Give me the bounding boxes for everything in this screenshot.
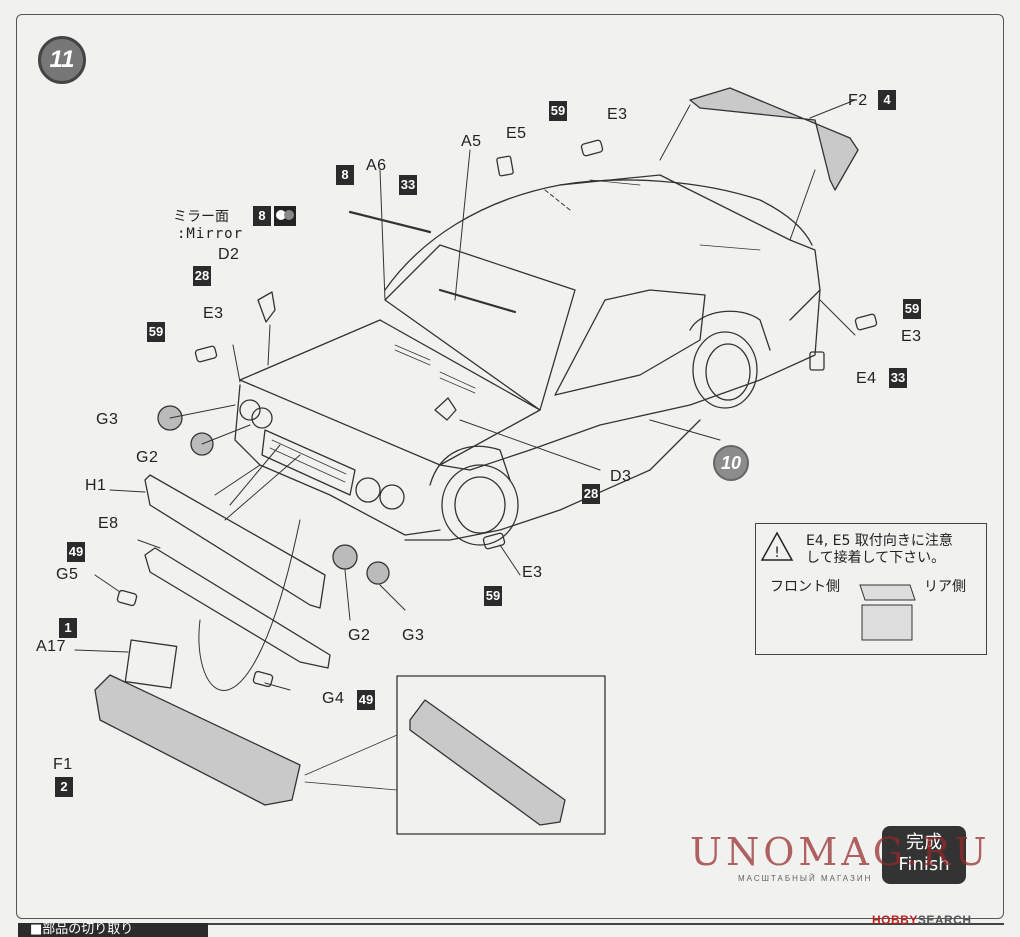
notice-line-1: E4, E5 取付向きに注意: [806, 533, 953, 549]
label-e5: E5: [506, 125, 527, 142]
color-box-8b: 8: [253, 206, 271, 226]
page-frame: [16, 14, 1004, 919]
label-e3c: E3: [522, 564, 543, 581]
color-box-59a: 59: [549, 101, 567, 121]
notice-rear-label: リア側: [924, 579, 966, 595]
label-g2a: G2: [136, 449, 159, 466]
section-divider: [208, 923, 1004, 925]
color-box-59c: 59: [484, 586, 502, 606]
finish-en: Finish: [898, 854, 950, 875]
car-bottom: [404, 419, 701, 541]
ref-step-badge: 10: [713, 445, 749, 481]
car-rear-deck: [559, 174, 821, 321]
color-box-8a: 8: [336, 165, 354, 185]
color-box-49a: 49: [67, 542, 85, 562]
label-d3: D3: [610, 468, 632, 485]
car-front: [234, 384, 441, 536]
label-h1: H1: [85, 477, 107, 494]
label-a17: A17: [36, 638, 66, 655]
rear-spoiler: [689, 87, 859, 191]
orientation-notice: E4, E5 取付向きに注意 して接着して下さい。 フロント側 リア側: [755, 523, 987, 655]
front-lip: [94, 674, 301, 806]
label-a6: A6: [366, 157, 387, 174]
front-wheel-inner: [454, 476, 506, 534]
label-e3d: E3: [901, 328, 922, 345]
label-g3b: G3: [402, 627, 425, 644]
notice-line-2: して接着して下さい。: [806, 550, 946, 566]
color-box-4: 4: [878, 90, 896, 110]
hobby-logo-text: HOBBY: [872, 913, 918, 927]
mirror-face-jp: ミラー面: [173, 209, 229, 225]
svg-text:!: !: [774, 545, 780, 561]
label-f1: F1: [53, 756, 73, 773]
lower-bumper: [144, 547, 331, 669]
mirror-chrome-icon: [274, 206, 296, 226]
label-e4: E4: [856, 370, 877, 387]
color-box-33a: 33: [399, 175, 417, 195]
color-box-33b: 33: [889, 368, 907, 388]
label-g4: G4: [322, 690, 345, 707]
rear-wheel: [692, 331, 758, 409]
label-g5: G5: [56, 566, 79, 583]
front-bumper: [144, 474, 326, 609]
section-header: ■部品の切り取り: [18, 923, 208, 937]
finish-badge: 完成 Finish: [882, 826, 966, 884]
front-wheel: [441, 464, 519, 546]
color-box-2: 2: [55, 777, 73, 797]
car-windshield: [384, 244, 576, 411]
car-side-lower: [439, 289, 821, 471]
step-number-badge: 11: [38, 36, 86, 84]
detail-inset: [396, 675, 606, 835]
color-box-1: 1: [59, 618, 77, 638]
color-box-28b: 28: [582, 484, 600, 504]
color-box-28a: 28: [193, 266, 211, 286]
watermark: UNOMAG.RU: [690, 830, 991, 874]
label-g2b: G2: [348, 627, 371, 644]
rear-fender-flare: [689, 310, 771, 351]
label-g3a: G3: [96, 411, 119, 428]
label-e8: E8: [98, 515, 119, 532]
car-roof: [384, 179, 813, 291]
mirror-face-en: :Mirror: [177, 226, 244, 242]
car-hood: [239, 319, 541, 466]
source-mark: HOBBYSEARCH: [872, 913, 972, 927]
notice-front-label: フロント側: [770, 579, 840, 595]
label-d2: D2: [218, 246, 240, 263]
rear-wheel-inner: [705, 343, 751, 401]
grille: [261, 429, 356, 496]
finish-jp: 完成: [906, 832, 942, 853]
watermark-sub: МАСШТАБНЫЙ МАГАЗИН: [738, 874, 873, 883]
label-e3b: E3: [203, 305, 224, 322]
front-fender-flare: [429, 445, 511, 486]
color-box-59b: 59: [147, 322, 165, 342]
label-f2: F2: [848, 92, 868, 109]
label-e3a: E3: [607, 106, 628, 123]
label-a5: A5: [461, 133, 482, 150]
license-plate: [124, 639, 178, 689]
search-text: SEARCH: [917, 913, 972, 927]
color-box-59d: 59: [903, 299, 921, 319]
car-side-window: [554, 289, 706, 396]
warning-icon: !: [760, 531, 794, 561]
color-box-49b: 49: [357, 690, 375, 710]
